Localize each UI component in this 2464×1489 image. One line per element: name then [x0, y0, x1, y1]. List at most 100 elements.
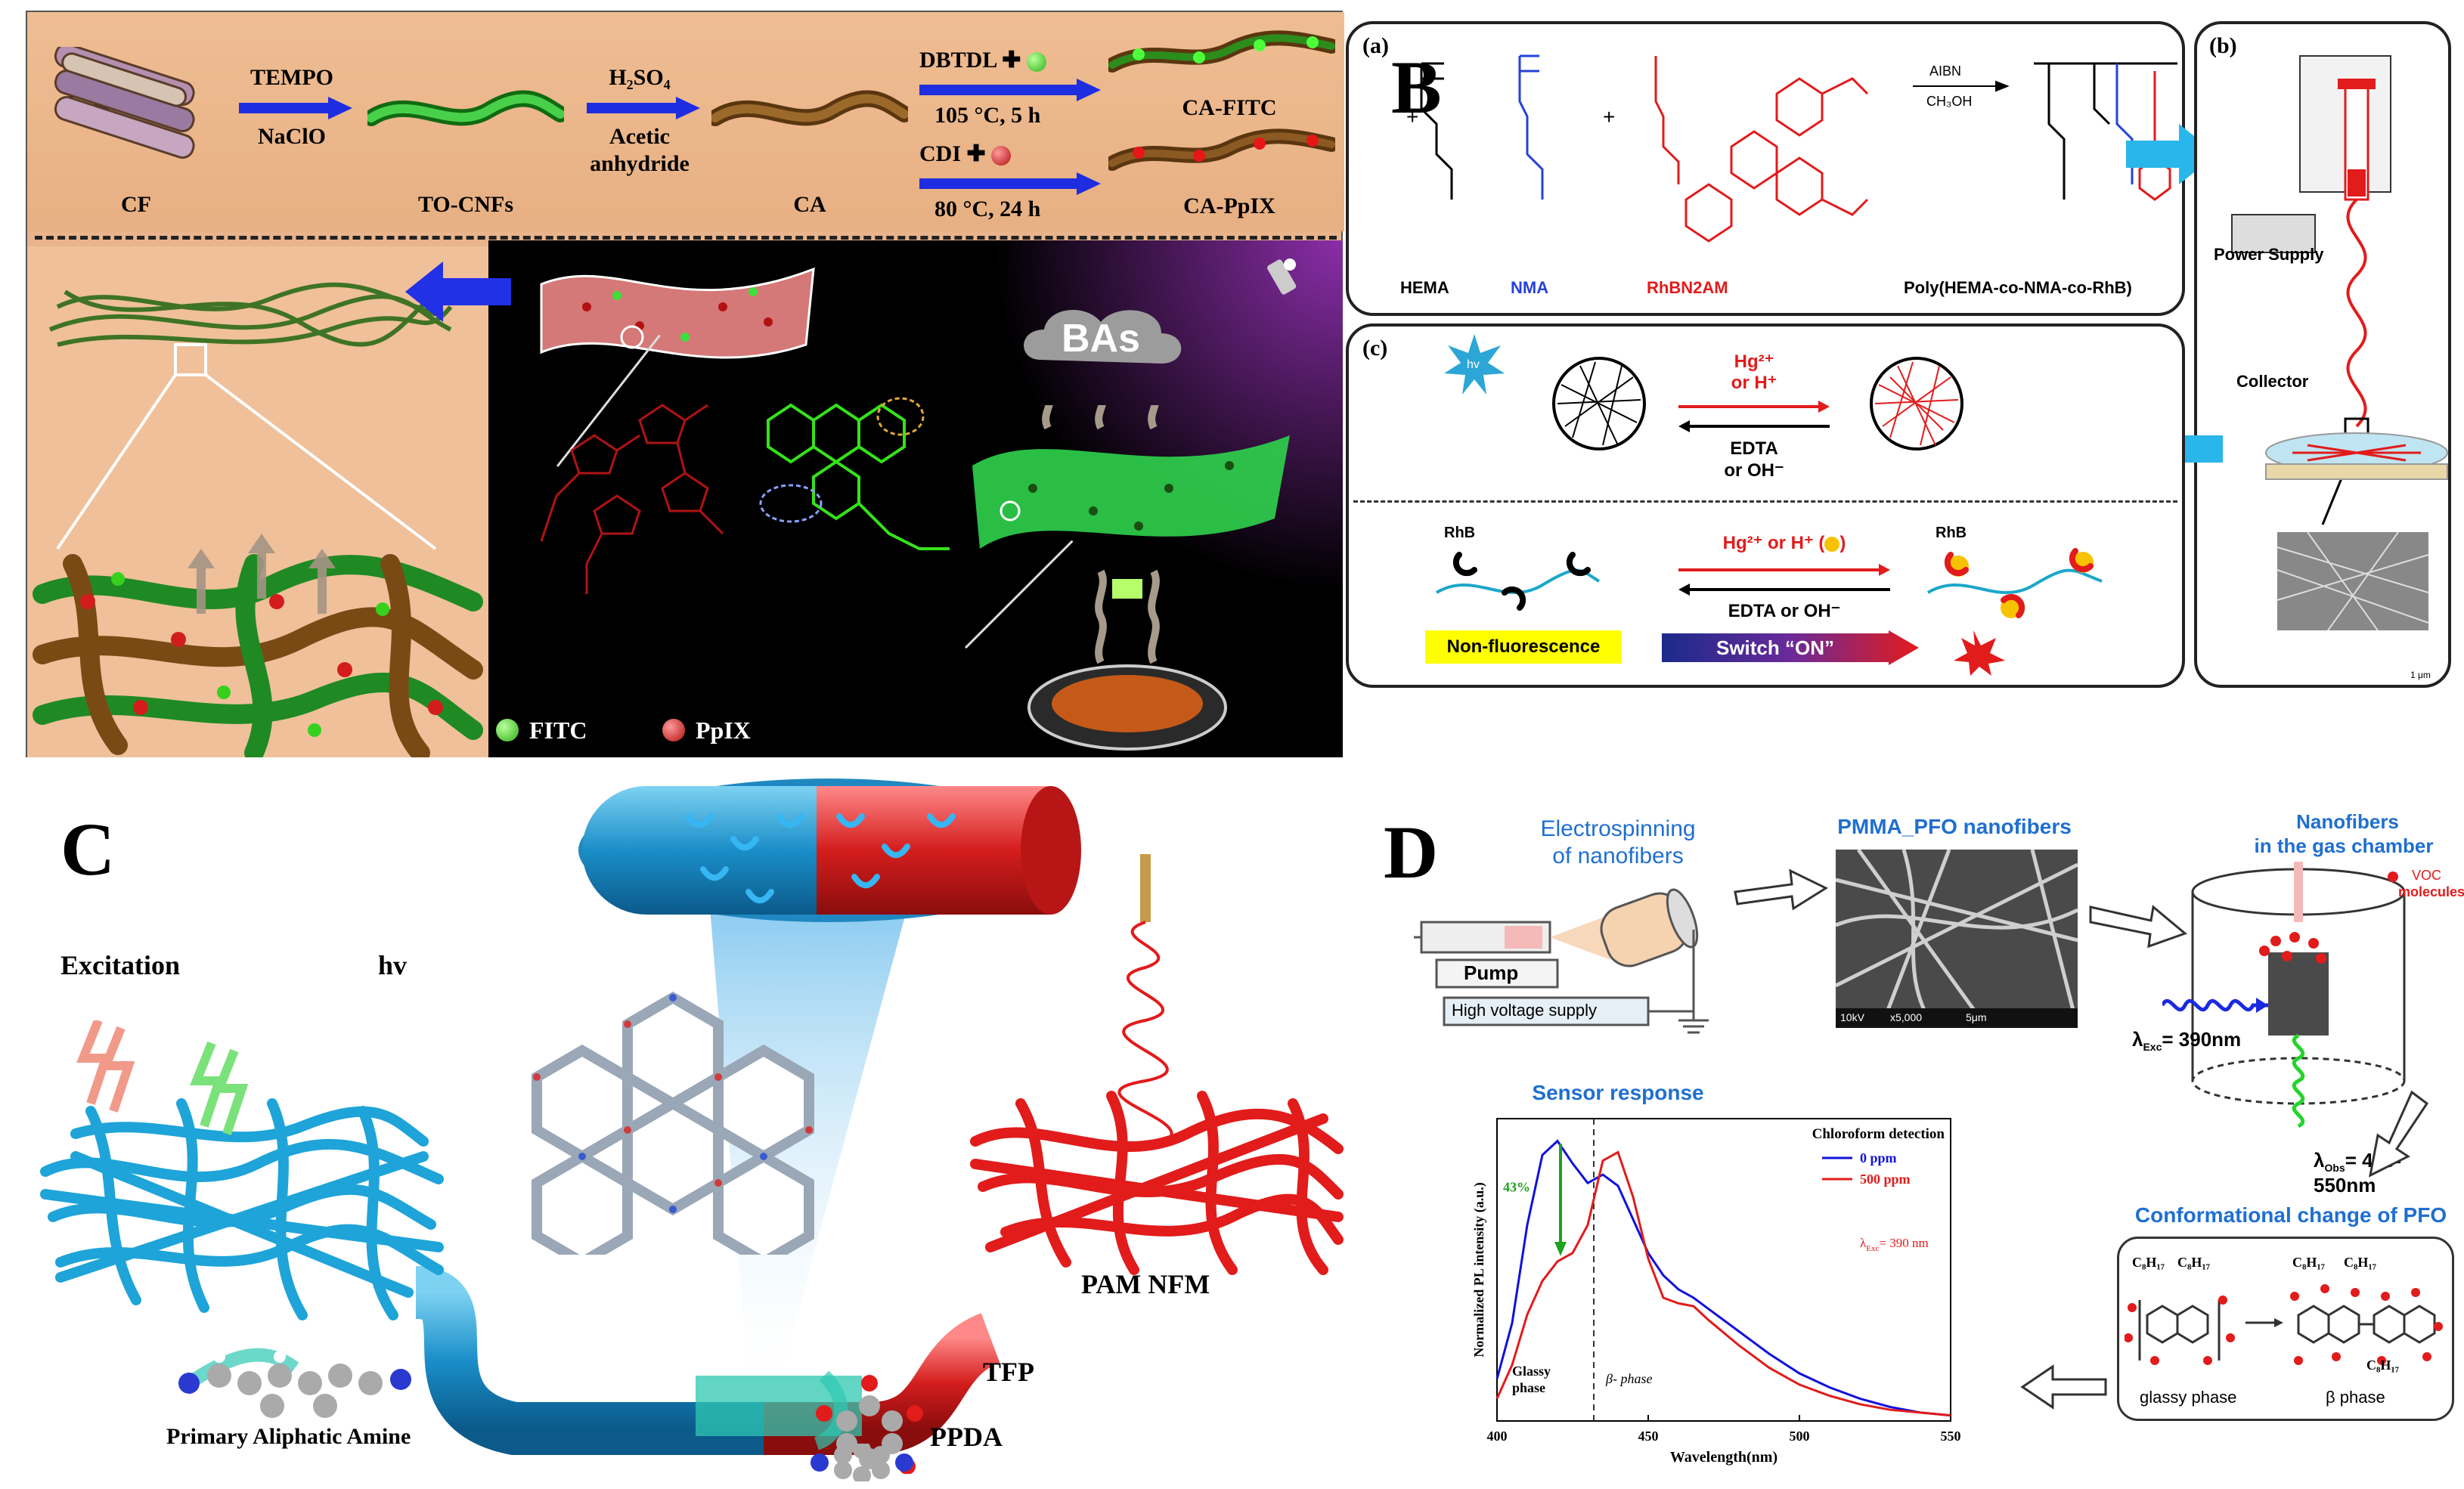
- b-a-tag: (a): [1362, 33, 1389, 58]
- panel-b-a-box: [1346, 21, 2185, 316]
- acetic-label: Acetic: [609, 124, 670, 149]
- panel-d: D Electrospinning of nanofibers Pump Hig…: [1361, 756, 2464, 1481]
- panel-b-c-box: [1346, 323, 2185, 688]
- ca-fitc-fiber: [1108, 30, 1335, 73]
- cdi-label: CDI ✚: [919, 141, 1012, 167]
- svg-text:+: +: [1603, 105, 1615, 128]
- series-line-2: [1495, 1150, 1951, 1417]
- rhb-label-right: RhB: [1936, 525, 1967, 541]
- hg-h-label-1: Hg²⁺: [1734, 351, 1774, 372]
- polymer-label: Poly(HEMA-co-NMA-co-RhB): [1904, 278, 2132, 297]
- voc-label-2: molecules: [2398, 884, 2464, 899]
- blue-fiber-mat: [40, 1020, 444, 1320]
- panel-a-top-strip: [27, 12, 1344, 231]
- pam-nfm-label: PAM NFM: [1081, 1269, 1210, 1299]
- x-axis-label: Wavelength(nm): [1670, 1449, 1777, 1466]
- lambda-exc-label: λExc= 390nm: [2132, 1028, 2242, 1054]
- dbtdl-label: DBTDL ✚: [919, 47, 1046, 73]
- beta-phase-label: β phase: [2326, 1388, 2385, 1407]
- c8h17-5: C₈H₁₇: [2366, 1357, 2400, 1373]
- cf-bundle-illustration: [54, 47, 195, 159]
- arrow-fitc: [919, 79, 1101, 101]
- excitation-label: Excitation: [60, 950, 180, 980]
- monomer-structures: + +: [1406, 54, 2177, 243]
- to-cnf-fiber: [367, 90, 564, 126]
- flashlight-icon: [1267, 258, 1297, 295]
- conformation-title: Conformational change of PFO: [2134, 1203, 2447, 1227]
- hg-h-row2-label: Hg²⁺ or H⁺ (): [1722, 533, 1846, 553]
- glassy-phase-label: glassy phase: [2140, 1388, 2237, 1407]
- fiber-mat-off: [1552, 357, 1646, 450]
- cof-framework: [532, 991, 814, 1255]
- voc-label-1: VOC: [2412, 868, 2442, 883]
- sem-image: [1836, 850, 2078, 1028]
- hollow-arrow-4: [2020, 1364, 2107, 1410]
- conformation-box: [2117, 1237, 2454, 1421]
- sem-scale: 5μm: [1966, 1011, 1987, 1023]
- rhb-chain-on: [1926, 548, 2103, 676]
- green-membrane: [972, 405, 1290, 751]
- electrospinning-setup: [2231, 55, 2448, 630]
- glassy-phase-chart-label-1: Glassy: [1512, 1364, 1551, 1379]
- ppix-structure: [540, 404, 724, 594]
- x-tick-label: 450: [1638, 1429, 1659, 1444]
- ppix-legend-dot: [662, 719, 685, 741]
- drop-percent-label: 43%: [1503, 1179, 1530, 1194]
- svg-text:+: +: [1406, 105, 1418, 128]
- sensor-response-title: Sensor response: [1532, 1081, 1704, 1104]
- lambda-obs-label: λObs= 400-550nm: [2314, 1149, 2401, 1197]
- tempo-label: TEMPO: [250, 65, 333, 90]
- panel-c: C: [23, 763, 1353, 1481]
- reverse-arrow-2: [1678, 584, 1890, 596]
- amine-molecule: [178, 1348, 411, 1418]
- drop-arrow-head: [1554, 1241, 1567, 1256]
- plot-frame: [1496, 1118, 1951, 1422]
- hema-label: HEMA: [1400, 278, 1449, 297]
- ppda-label: PPDA: [930, 1422, 1003, 1452]
- chamber-title-2: in the gas chamber: [2254, 834, 2434, 857]
- hollow-arrow-1: [1734, 868, 1829, 911]
- uv-burst-icon: [1444, 334, 1505, 395]
- electrospinning-title-2: of nanofibers: [1552, 844, 1684, 868]
- hollow-arrow-3: [2368, 1090, 2429, 1178]
- ca-ppix-fiber: [1108, 128, 1335, 171]
- electrospinning-rig: [1414, 888, 1709, 1034]
- hg-h-label-2: or H⁺: [1731, 373, 1777, 393]
- nonfluor-badge: Non-fluorescence: [1425, 630, 1622, 664]
- chamber-title-1: Nanofibers: [2296, 810, 2399, 833]
- forward-arrow-1: [1678, 401, 1830, 413]
- panel-c-letter: C: [60, 807, 116, 891]
- legend-label-1: 0 ppm: [1860, 1150, 1897, 1166]
- c8h17-4: C₈H₁₇: [2344, 1255, 2377, 1270]
- chart-title: Chloroform detection: [1812, 1126, 1945, 1142]
- ca-fitc-label: CA-FITC: [1182, 95, 1277, 120]
- ca-label: CA: [793, 192, 826, 217]
- power-supply-label: Power Supply: [2214, 245, 2324, 264]
- collector-label: Collector: [2236, 372, 2309, 391]
- pfo-structures: [2125, 1284, 2443, 1365]
- series-line-1: [1495, 1139, 1951, 1417]
- panel-d-letter: D: [1384, 810, 1439, 894]
- h2so4-label: H₂SO₄: [609, 65, 671, 90]
- pmma-title: PMMA_PFO nanofibers: [1837, 815, 2072, 838]
- rhb-label-left: RhB: [1444, 525, 1476, 541]
- edta-label-2: or OH⁻: [1724, 460, 1784, 481]
- c8h17-3: C₈H₁₇: [2292, 1255, 2326, 1270]
- hv-label: hv: [378, 950, 408, 980]
- naclo-label: NaClO: [258, 124, 326, 149]
- arrow-ppix: [919, 172, 1101, 195]
- amine-label: Primary Aliphatic Amine: [166, 1424, 411, 1449]
- red-fiber-mat: [970, 854, 1344, 1275]
- bas-label: BAs: [1061, 317, 1141, 361]
- y-axis-label: Normalized PL intensity (a.u.): [1471, 1182, 1487, 1357]
- x-tick-label: 400: [1487, 1429, 1508, 1444]
- hollow-arrow-2: [2089, 905, 2187, 949]
- switch-on-banner: Switch “ON”: [1662, 630, 1919, 665]
- reverse-arrow-1: [1678, 420, 1830, 432]
- fitc-legend-label: FITC: [529, 717, 587, 744]
- cond-ppix-label: 80 °C, 24 h: [934, 197, 1041, 221]
- to-cnfs-label: TO-CNFs: [417, 192, 514, 217]
- ppix-legend-label: PpIX: [696, 717, 751, 744]
- electrospinning-title-1: Electrospinning: [1540, 816, 1696, 841]
